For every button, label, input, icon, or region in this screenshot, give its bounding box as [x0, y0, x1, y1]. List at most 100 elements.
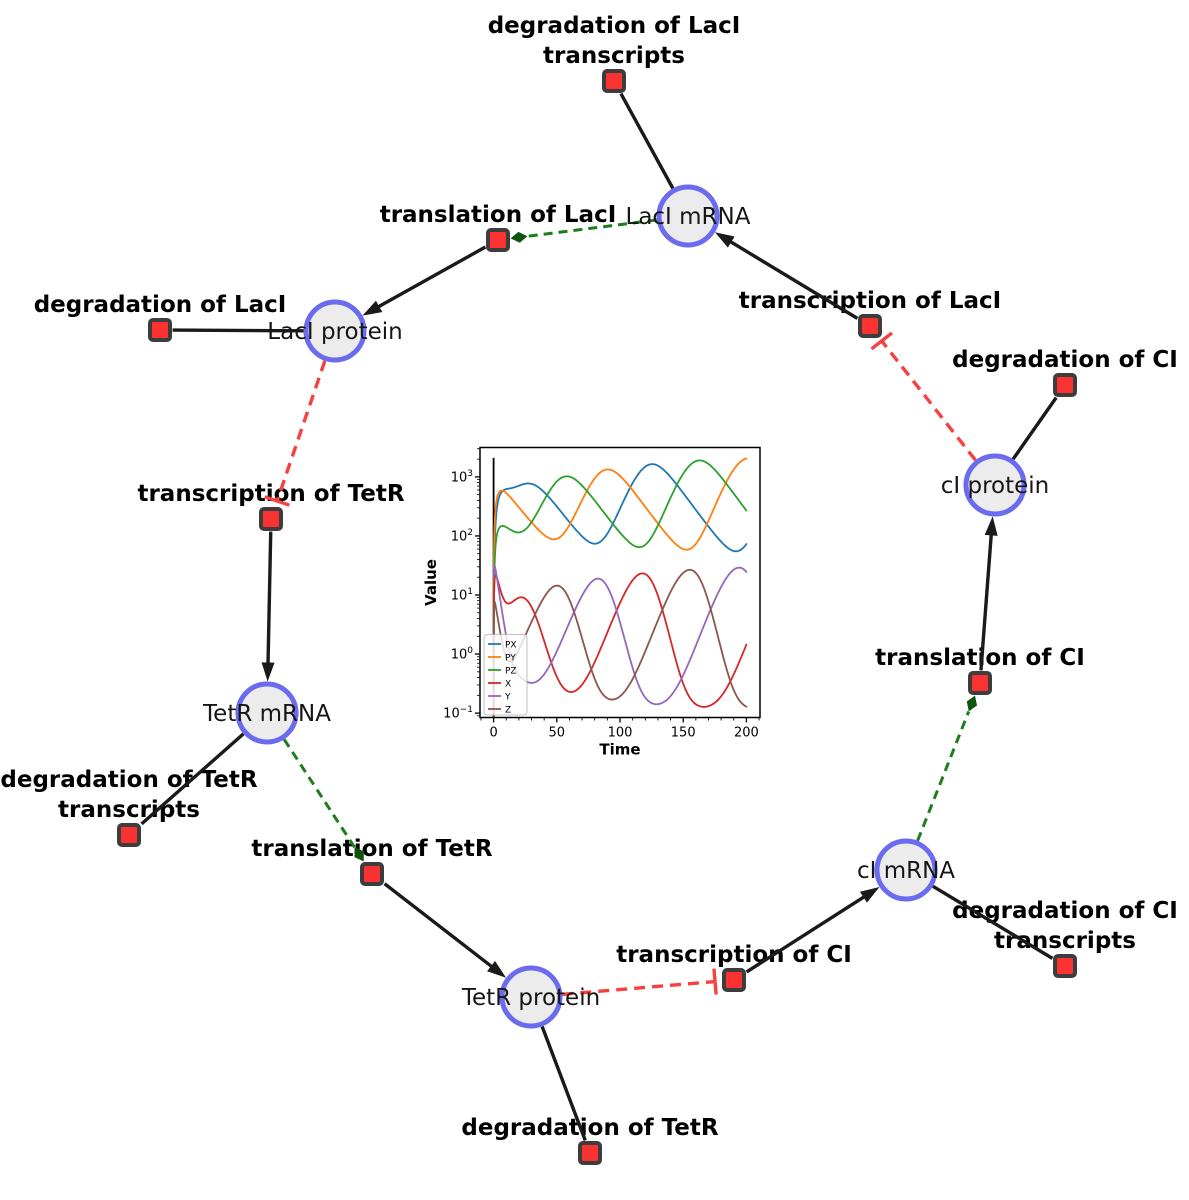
inhibitor-line [562, 979, 716, 997]
chart-series-PY [492, 457, 748, 718]
y-tick-exponent: 2 [467, 528, 473, 538]
reactant-line [932, 884, 1054, 960]
inhibitor-tee-head [712, 968, 718, 995]
reaction-label-transl-tetr: translation of TetR [251, 836, 492, 862]
legend-label-PX: PX [505, 641, 517, 651]
reaction-node-transc-laci[interactable] [858, 314, 882, 338]
reaction-node-transl-ci[interactable] [968, 671, 992, 695]
reaction-label-transc-ci: transcription of CI [616, 942, 852, 968]
x-tick-label: 150 [671, 726, 696, 741]
reaction-label-transc-tetr: transcription of TetR [137, 481, 404, 507]
product-line [728, 239, 859, 320]
legend-box [483, 634, 528, 716]
reaction-label-line: transcripts [543, 43, 685, 69]
modifier-line [527, 218, 657, 238]
product-arrowhead [714, 232, 735, 248]
edge-modifier-tetr-mrna-to-transl-tetr [282, 738, 364, 862]
reaction-node-deg-laci-tr[interactable] [602, 69, 626, 93]
modifier-line [916, 710, 971, 842]
y-tick-label: 103 [451, 469, 473, 486]
species-node-tetr-mrna[interactable] [235, 681, 299, 745]
y-tick-base: 10 [451, 589, 468, 604]
x-tick-label: 100 [608, 726, 633, 741]
modifier-diamond-head [510, 231, 528, 243]
reactant-line [619, 92, 675, 190]
edge-modifier-ci-mrna-to-transl-ci [916, 695, 978, 842]
reactant-line [1011, 396, 1058, 461]
product-arrowhead [362, 300, 383, 316]
reaction-label-line: transcription of TetR [137, 481, 404, 507]
edge-reactant-ci-mrna-to-deg-ci-tr [932, 884, 1054, 960]
inhibitor-tee-head [264, 495, 290, 507]
edge-modifier-laci-mrna-to-transl-laci [510, 218, 657, 243]
modifier-line [282, 738, 356, 848]
reactant-line [540, 1025, 587, 1142]
legend-label-Y: Y [504, 693, 511, 703]
reaction-node-transl-tetr[interactable] [360, 862, 384, 886]
species-label-tetr-protein: TetR protein [461, 985, 600, 1011]
species-node-laci-mrna[interactable] [656, 184, 720, 248]
chart-series-layer [492, 457, 748, 718]
legend-label-PY: PY [505, 654, 516, 664]
edge-reactant-tetr-protein-to-deg-tetr [540, 1025, 587, 1142]
product-arrowhead [859, 886, 880, 903]
y-tick-exponent: 1 [467, 587, 473, 597]
product-arrowhead [261, 662, 275, 682]
y-axis-label: Value [422, 559, 440, 606]
reaction-node-deg-laci[interactable] [148, 318, 172, 342]
reaction-node-deg-ci-tr[interactable] [1053, 954, 1077, 978]
modifier-diamond-head [966, 695, 978, 712]
product-line [979, 533, 994, 671]
edges-layer [140, 92, 1058, 1142]
chart-series-Y [492, 564, 748, 706]
edge-product-transc-ci-to-ci-mrna [745, 886, 880, 974]
y-tick-label: 10−1 [443, 705, 473, 722]
y-tick-label: 100 [451, 646, 474, 663]
reaction-node-transl-laci[interactable] [486, 228, 510, 252]
product-line [376, 245, 487, 309]
reaction-label-deg-laci: degradation of LacI [34, 292, 287, 318]
nodes-layer [117, 69, 1077, 1165]
reaction-node-transc-ci[interactable] [722, 968, 746, 992]
edge-product-transl-tetr-to-tetr-protein [383, 882, 507, 978]
y-tick-base: 10 [451, 529, 468, 544]
species-node-ci-mrna[interactable] [874, 838, 938, 902]
product-line [266, 531, 273, 665]
species-node-tetr-protein[interactable] [499, 965, 563, 1029]
x-axis-label: Time [599, 741, 640, 759]
reactant-line [172, 328, 304, 333]
reactant-line [140, 732, 245, 826]
edge-reactant-laci-protein-to-deg-laci [172, 328, 304, 333]
edge-inhibitor-laci-protein-to-transc-tetr [264, 360, 327, 507]
reaction-label-line: translation of TetR [251, 836, 492, 862]
reaction-node-deg-ci[interactable] [1053, 373, 1077, 397]
species-node-laci-protein[interactable] [303, 299, 367, 363]
chart-series-Z [492, 568, 748, 718]
reaction-label-line: transcripts [994, 928, 1136, 954]
inhibitor-tee-head [870, 331, 894, 351]
reaction-node-deg-tetr-tr[interactable] [117, 823, 141, 847]
edge-inhibitor-ci-protein-to-transc-laci [870, 331, 977, 462]
species-label-ci-protein: cI protein [941, 473, 1050, 499]
species-node-ci-protein[interactable] [963, 453, 1027, 517]
edge-product-transl-ci-to-ci-protein [979, 516, 998, 671]
edge-product-transl-laci-to-laci-protein [362, 245, 487, 316]
legend-label-X: X [505, 680, 511, 690]
reaction-label-line: transcripts [58, 797, 200, 823]
reaction-node-deg-tetr[interactable] [578, 1141, 602, 1165]
y-tick-exponent: 0 [467, 646, 473, 656]
chart-series-PX [492, 463, 748, 718]
y-tick-label: 102 [451, 528, 473, 545]
reaction-node-transc-tetr[interactable] [259, 507, 283, 531]
chart-frame [479, 446, 761, 719]
reaction-label-deg-tetr: degradation of TetR [461, 1115, 718, 1141]
edge-inhibitor-tetr-protein-to-transc-ci [562, 968, 718, 997]
reaction-label-transc-laci: transcription of LacI [739, 288, 1002, 314]
reaction-label-line: degradation of LacI [34, 292, 287, 318]
species-label-ci-mrna: cI mRNA [857, 858, 955, 884]
